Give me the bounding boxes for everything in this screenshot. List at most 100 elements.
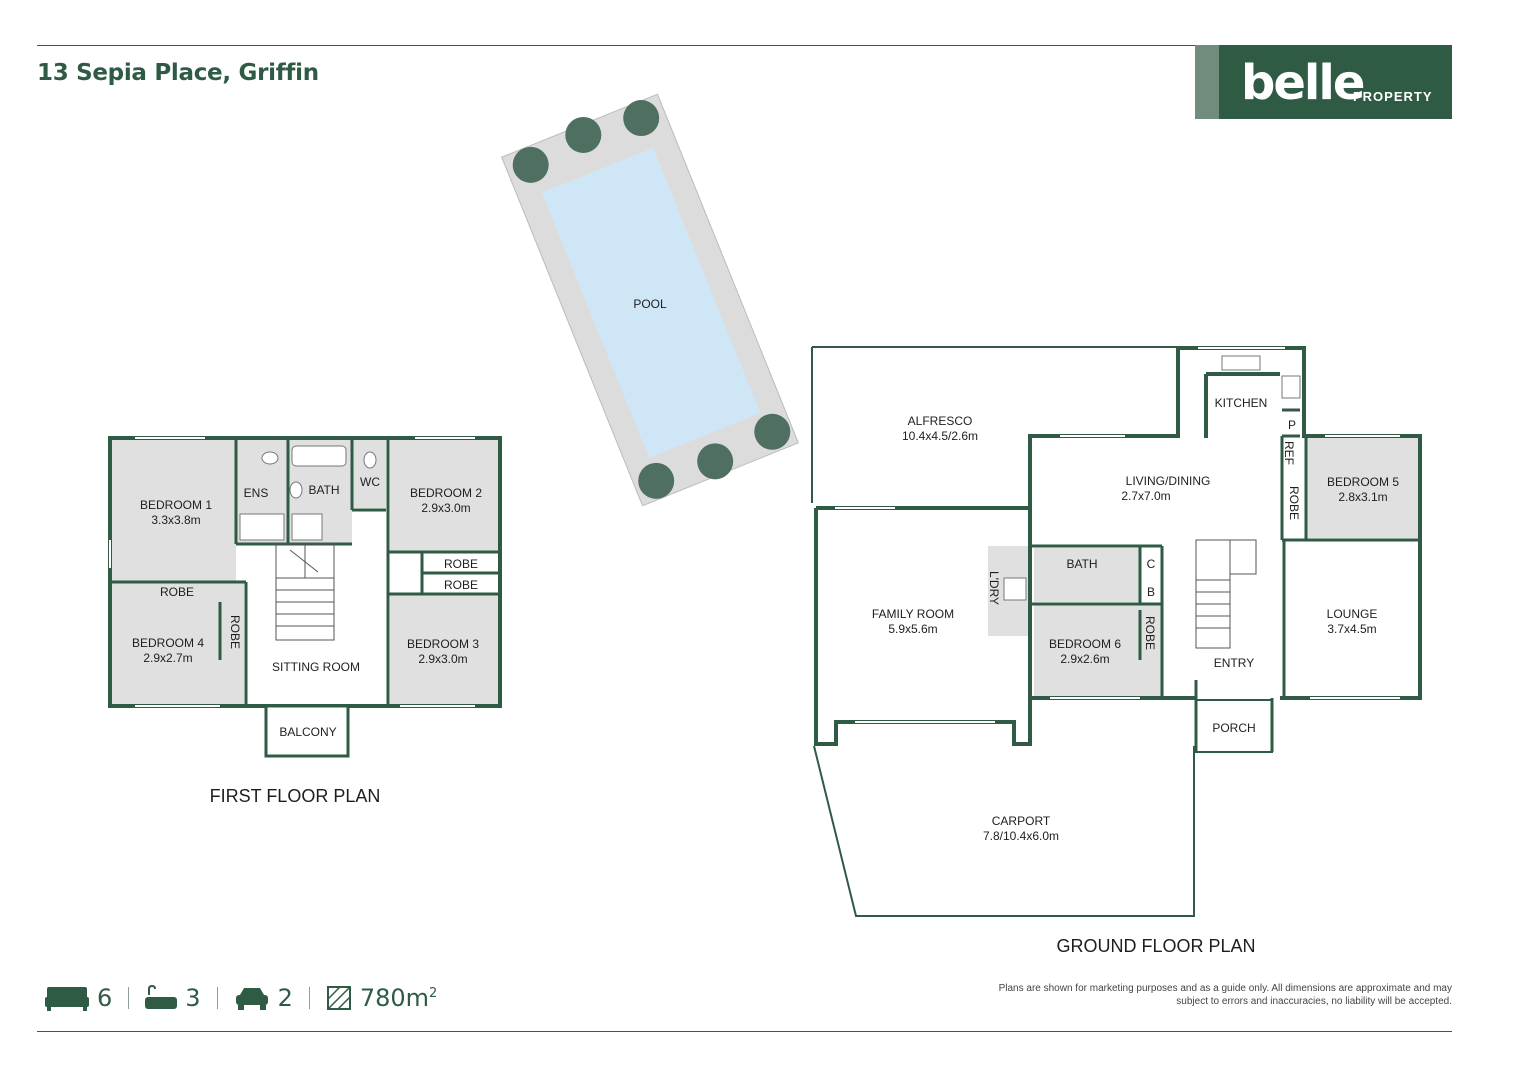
tree xyxy=(565,116,602,153)
gf-room-label: ENTRY xyxy=(1214,656,1254,670)
disclaimer-text: Plans are shown for marketing purposes a… xyxy=(998,983,1452,1007)
land-area-value: 780m2 xyxy=(360,984,437,1012)
gf-room-label: BATH xyxy=(1066,557,1097,571)
ff-room-label: BATH xyxy=(308,483,339,497)
stat-bedrooms: 6 xyxy=(45,984,112,1012)
land-area-sup: 2 xyxy=(429,986,438,1001)
ground-floor-plan: ALFRESCO 10.4x4.5/2.6m KITCHEN P REF LIV… xyxy=(811,346,1422,956)
gf-carport-outline xyxy=(813,745,1195,917)
pool-label: POOL xyxy=(633,297,667,311)
gf-room-size: 2.9x2.6m xyxy=(1060,652,1109,666)
tree xyxy=(754,413,791,450)
ff-room-size: 2.9x3.0m xyxy=(421,501,470,515)
stat-divider xyxy=(308,987,310,1009)
stat-bathrooms: 3 xyxy=(145,984,201,1012)
gf-room-size: 10.4x4.5/2.6m xyxy=(902,429,978,443)
land-area-icon xyxy=(326,986,351,1010)
tree xyxy=(697,443,734,480)
bedroom-count: 6 xyxy=(97,984,113,1012)
gf-room-size: 5.9x5.6m xyxy=(888,622,937,636)
ff-room-label: BEDROOM 1 xyxy=(140,498,212,512)
ff-robe-fill-2 xyxy=(424,575,498,593)
stat-cars: 2 xyxy=(234,984,293,1012)
logo-sub: PROPERTY xyxy=(1353,89,1433,104)
gf-room-size: 2.8x3.1m xyxy=(1338,490,1387,504)
ff-room-label: WC xyxy=(360,475,380,489)
bottom-rule xyxy=(37,1031,1452,1032)
logo-brand: belle xyxy=(1241,55,1365,111)
ff-fixtures xyxy=(239,445,377,541)
gf-alfresco-outline xyxy=(811,346,1176,503)
gf-room-label: B xyxy=(1147,585,1155,599)
gf-stairs xyxy=(1195,539,1257,649)
gf-room-label: ALFRESCO xyxy=(908,414,973,428)
gf-room-label: LIVING/DINING xyxy=(1126,474,1211,488)
ff-bedroom4-fill xyxy=(112,582,244,704)
gf-room-label: PORCH xyxy=(1212,721,1255,735)
ff-wc-fill xyxy=(352,440,386,508)
gf-room-label: REF xyxy=(1282,441,1296,465)
gf-room-label: ROBE xyxy=(1143,616,1157,650)
tree xyxy=(512,146,549,183)
gf-windows xyxy=(835,347,1400,723)
stat-divider xyxy=(128,987,130,1009)
top-rule xyxy=(37,45,1452,46)
gf-room-label: C xyxy=(1147,557,1156,571)
gf-room-label: KITCHEN xyxy=(1215,396,1268,410)
first-floor-plan: BEDROOM 1 3.3x3.8m ENS BATH WC BEDROOM 2… xyxy=(108,436,502,806)
ff-room-size: 3.3x3.8m xyxy=(151,513,200,527)
gf-kitchen-fixtures xyxy=(1003,355,1301,601)
ff-room-label: ROBE xyxy=(444,557,478,571)
gf-room-size: 3.7x4.5m xyxy=(1327,622,1376,636)
ff-bedroom3-fill xyxy=(390,594,498,704)
ff-bedroom1-fill xyxy=(112,440,236,582)
gf-room-label: L'DRY xyxy=(987,571,1001,605)
gf-room-label: FAMILY ROOM xyxy=(872,607,954,621)
ff-room-label: ROBE xyxy=(160,585,194,599)
gf-room-label: CARPORT xyxy=(992,814,1051,828)
belle-property-logo: belle PROPERTY xyxy=(1195,45,1452,119)
stat-divider xyxy=(216,987,218,1009)
car-icon xyxy=(235,988,268,1010)
ff-room-label: BALCONY xyxy=(279,725,336,739)
gf-room-label: BEDROOM 6 xyxy=(1049,637,1121,651)
gf-bath-fill xyxy=(1034,548,1140,602)
gf-room-label: P xyxy=(1288,418,1296,432)
ff-balcony-outline xyxy=(264,704,350,758)
property-address: 13 Sepia Place, Griffin xyxy=(37,60,319,86)
gf-room-label: BEDROOM 5 xyxy=(1327,475,1399,489)
pool-area xyxy=(501,93,799,507)
land-area-number: 780m xyxy=(359,984,430,1012)
ff-windows xyxy=(109,437,475,707)
gf-room-size: 2.7x7.0m xyxy=(1121,489,1170,503)
ff-room-label: ROBE xyxy=(228,615,242,649)
pool-water xyxy=(541,147,761,458)
ff-room-size: 2.9x3.0m xyxy=(418,652,467,666)
tree xyxy=(638,462,675,499)
ground-floor-title: GROUND FLOOR PLAN xyxy=(1056,936,1255,956)
ff-robe-fill-1 xyxy=(424,554,498,572)
stat-land-area: 780m2 xyxy=(326,984,437,1012)
ff-room-label: SITTING ROOM xyxy=(272,660,360,674)
ff-room-label: BEDROOM 2 xyxy=(410,486,482,500)
property-stats: 6 3 2 780m2 xyxy=(45,982,437,1014)
ff-room-size: 2.9x2.7m xyxy=(143,651,192,665)
car-count: 2 xyxy=(277,984,293,1012)
gf-porch-outline xyxy=(1195,699,1273,753)
bathtub-icon xyxy=(145,985,178,1009)
ff-room-label: BEDROOM 3 xyxy=(407,637,479,651)
gf-room-label: LOUNGE xyxy=(1327,607,1378,621)
ff-room-label: ENS xyxy=(244,486,269,500)
bed-icon xyxy=(45,987,89,1011)
ff-stairs xyxy=(275,543,335,641)
ff-room-label: BEDROOM 4 xyxy=(132,636,204,650)
gf-room-label: ROBE xyxy=(1287,486,1301,520)
bathroom-count: 3 xyxy=(185,984,201,1012)
gf-bedroom5-fill xyxy=(1305,437,1419,538)
ff-room-label: ROBE xyxy=(444,578,478,592)
logo-stripe xyxy=(1195,45,1219,119)
gf-room-size: 7.8/10.4x6.0m xyxy=(983,829,1059,843)
first-floor-title: FIRST FLOOR PLAN xyxy=(210,786,381,806)
ff-bedroom2-fill xyxy=(390,440,498,552)
